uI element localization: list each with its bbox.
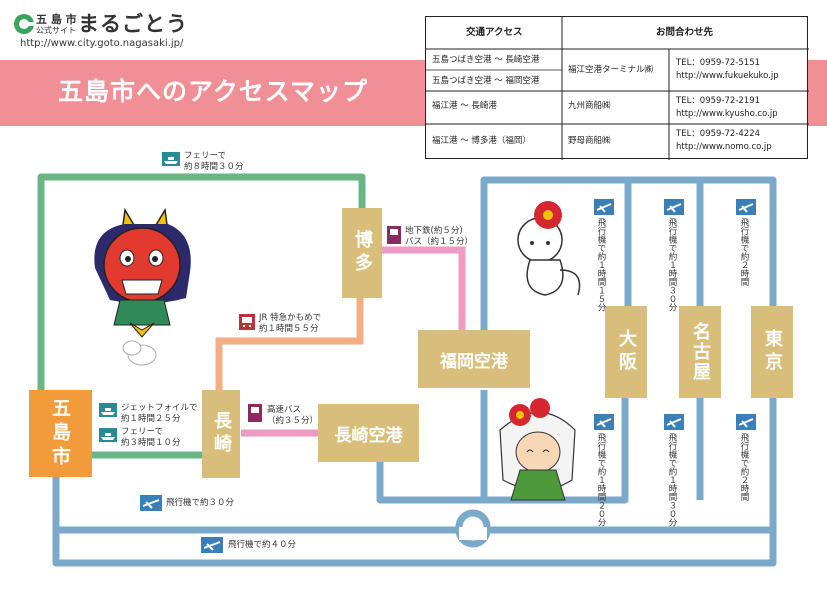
station-fukuoka-airport[interactable]: 福岡空港	[418, 330, 530, 388]
logo-subtitle: 公式サイト	[36, 26, 76, 35]
operator-tel[interactable]: TEL：0959-72-5151	[676, 58, 761, 68]
oni-character	[94, 207, 191, 366]
station-hakata[interactable]: 博多	[342, 208, 382, 298]
rail-route	[215, 298, 364, 390]
sea-route-hakata	[37, 173, 366, 390]
route-crossing	[459, 520, 487, 540]
label-bus: 高速バス	[267, 405, 302, 415]
logo-name[interactable]: まるごとう	[78, 12, 188, 36]
operator-url[interactable]: http://www.fukuekuko.jp	[676, 71, 779, 81]
operator-name: 野母商船㈱	[568, 136, 611, 146]
subway-icon	[387, 226, 401, 244]
station-goto[interactable]: 五島市	[29, 390, 92, 477]
route-name: 福江港 ～ 博多港（福岡）	[432, 136, 531, 146]
dog-character	[517, 201, 581, 296]
route-name: 五島つばき空港 ～ 長崎空港	[432, 55, 540, 65]
station-nagasaki[interactable]: 長崎	[202, 390, 240, 478]
operator-url[interactable]: http://www.nomo.co.jp	[676, 142, 772, 152]
airplane-icon	[140, 495, 162, 511]
route-crossing-arc	[455, 509, 491, 528]
train-icon	[239, 314, 255, 330]
girl-character	[499, 398, 576, 501]
label-air-fukuoka: 飛行機で約４０分	[228, 540, 297, 550]
bus-icon	[248, 404, 262, 422]
label-jr-time: 約１時間５５分	[259, 324, 319, 334]
airplane-icon	[594, 199, 614, 215]
label-air-tokyo-nagasaki: 飛行機で約２時間	[739, 433, 749, 501]
ferry-icon	[99, 428, 117, 442]
label-air-nagoya-fukuoka: 飛行機で約１時間３０分	[667, 218, 677, 312]
airplane-icon	[594, 414, 614, 430]
airplane-icon	[201, 537, 223, 553]
header-access: 交通アクセス	[466, 27, 523, 38]
airplane-icon	[736, 414, 756, 430]
label-subway: 地下鉄(約５分)	[405, 226, 463, 236]
subway-route	[382, 246, 466, 330]
ferry-icon	[162, 152, 180, 166]
label-ferry-nagasaki: フェリーで	[121, 427, 163, 437]
label-ferry-nagasaki-time: 約３時間１０分	[121, 438, 181, 448]
label-air-nagoya-nagasaki: 飛行機で約１時間３０分	[667, 433, 677, 527]
label-subway-bus: バス（約１５分）	[405, 237, 474, 247]
station-tokyo[interactable]: 東京	[751, 306, 793, 398]
operator-name: 九州商船㈱	[568, 101, 611, 111]
logo-mark-icon	[14, 14, 34, 34]
label-air-osaka-nagasaki: 飛行機で約１時間２０分	[596, 433, 606, 527]
sea-routes	[37, 173, 366, 459]
label-jetfoil: ジェットフォイルで	[121, 403, 198, 413]
operator-tel[interactable]: TEL：0959-72-2191	[676, 96, 761, 106]
station-nagasaki-airport[interactable]: 長崎空港	[318, 404, 419, 462]
label-ferry-hakata-time: 約８時間３０分	[184, 162, 244, 172]
air-route-goto-fukuoka	[52, 392, 777, 567]
label-bus-time: （約３５分）	[267, 416, 319, 426]
route-name: 五島つばき空港 ～ 福岡空港	[432, 76, 540, 86]
contact-table: 交通アクセス お問合わせ先 五島つばき空港 ～ 長崎空港 五島つばき空港 ～ 福…	[425, 16, 809, 160]
airplane-icon	[664, 414, 684, 430]
table-grid	[426, 17, 809, 160]
airplane-icon	[736, 199, 756, 215]
label-air-tokyo-fukuoka: 飛行機で約２時間	[739, 218, 749, 286]
operator-tel[interactable]: TEL：0959-72-4224	[676, 129, 761, 139]
station-osaka[interactable]: 大阪	[605, 306, 647, 398]
label-ferry-hakata: フェリーで	[184, 151, 226, 161]
air-route-osaka-ngs	[376, 392, 629, 504]
header-contact: お問合わせ先	[656, 27, 714, 38]
jetfoil-icon	[99, 403, 117, 417]
operator-url[interactable]: http://www.kyusho.co.jp	[676, 109, 778, 119]
airplane-icon	[664, 199, 684, 215]
page-title: 五島市へのアクセスマップ	[58, 77, 369, 106]
label-air-nagasaki: 飛行機で約３０分	[166, 498, 235, 508]
label-jr: JR 特急かもめで	[259, 313, 322, 323]
label-air-osaka-fukuoka: 飛行機で約１時間１５分	[596, 218, 606, 312]
label-jetfoil-time: 約１時間２５分	[121, 414, 181, 424]
logo-city: 五 島 市	[36, 13, 77, 26]
route-name: 福江港 ～ 長崎港	[432, 101, 497, 111]
station-nagoya[interactable]: 名古屋	[679, 306, 721, 398]
site-url[interactable]: http://www.city.goto.nagasaki.jp/	[20, 38, 184, 49]
operator-name: 福江空港ターミナル㈱	[568, 65, 654, 75]
